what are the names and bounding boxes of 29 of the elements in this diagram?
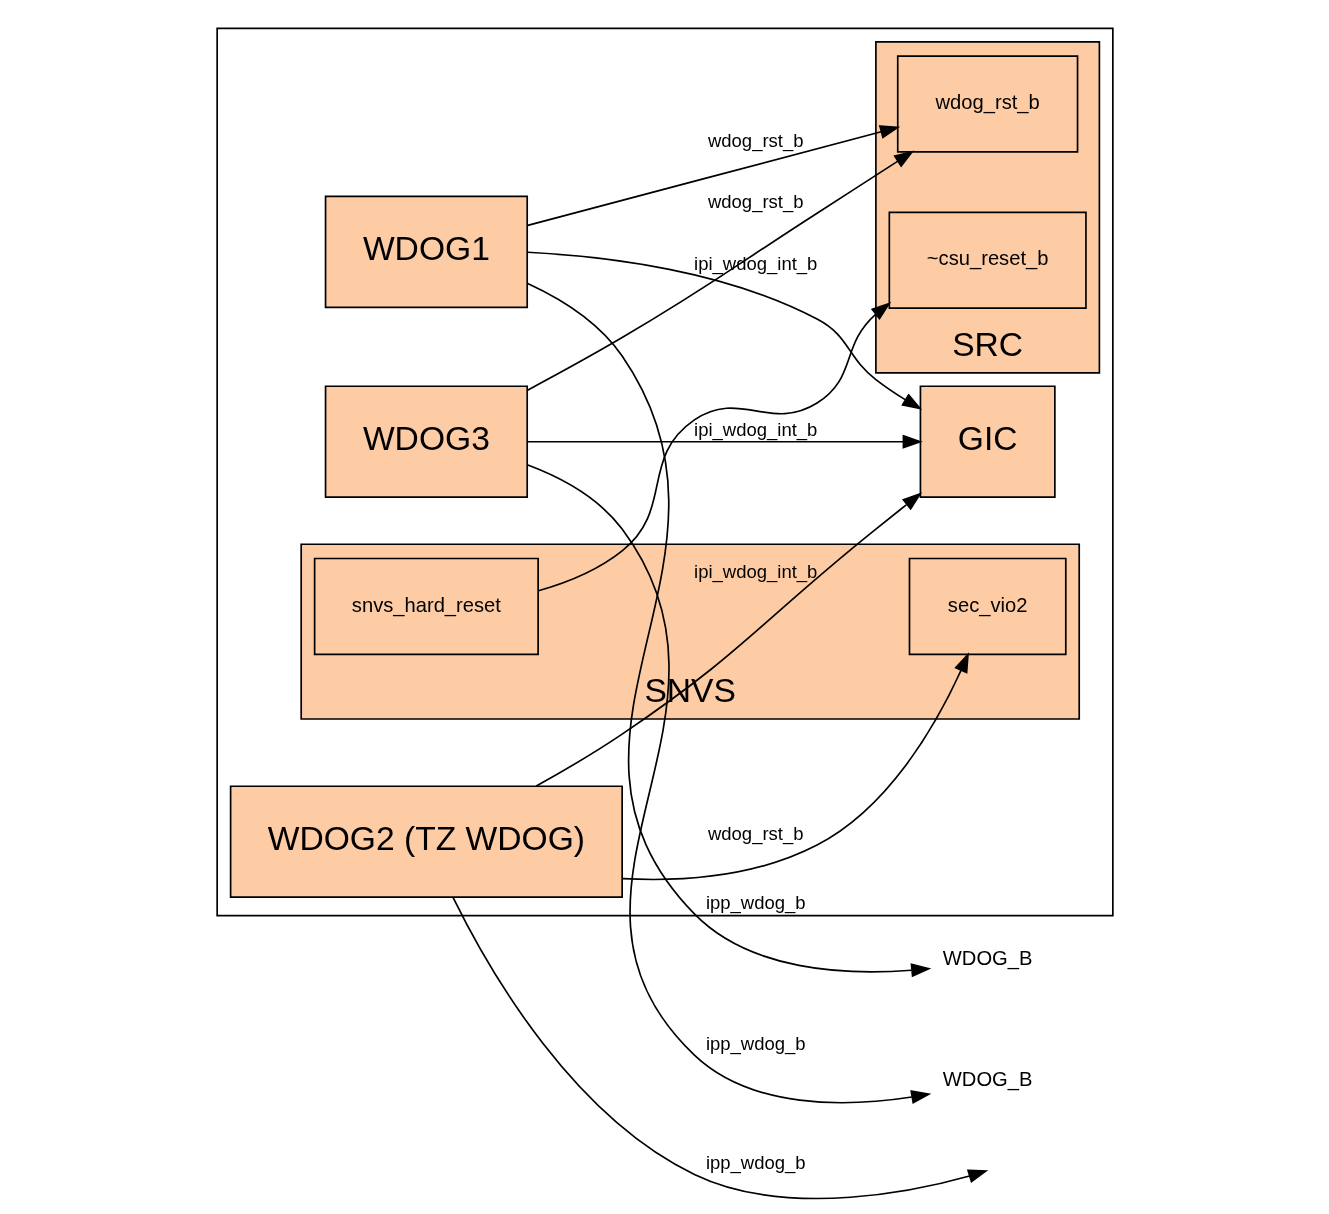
edge-label: wdog_rst_b [707,822,803,844]
arrow [526,251,922,410]
edge-label: ipi_wdog_int_b [693,419,817,441]
edge-label: wdog_rst_b [707,190,803,212]
node-text: WDOG_B [942,1067,1032,1090]
arrow [525,464,931,1105]
node-box: snvs_hard_reset [313,557,539,656]
node-box: WDOG3 [324,385,528,498]
arrow [526,434,923,449]
arrow [621,652,969,881]
edge-label: ipp_wdog_b [705,1152,806,1174]
node-box: ~csu_reset_b [888,211,1087,309]
node-box: wdog_rst_b [896,55,1078,153]
arrow [537,302,891,592]
node-box: WDOG2 (TZ WDOG) [229,785,623,898]
arrow [451,896,988,1200]
edge-label: ipp_wdog_b [705,1032,806,1054]
edge-label: ipp_wdog_b [705,891,806,913]
node-box: sec_vio2 [908,557,1067,656]
arrow [526,282,931,978]
arrow [534,492,922,787]
node-text: WDOG_B [942,946,1032,969]
cluster [215,27,1114,917]
edge-label: wdog_rst_b [707,130,803,152]
edge-label: ipi_wdog_int_b [693,560,817,582]
node-box: GIC [919,385,1056,498]
arrow [526,150,914,391]
arrow [526,125,900,227]
node-box: WDOG1 [324,195,528,309]
